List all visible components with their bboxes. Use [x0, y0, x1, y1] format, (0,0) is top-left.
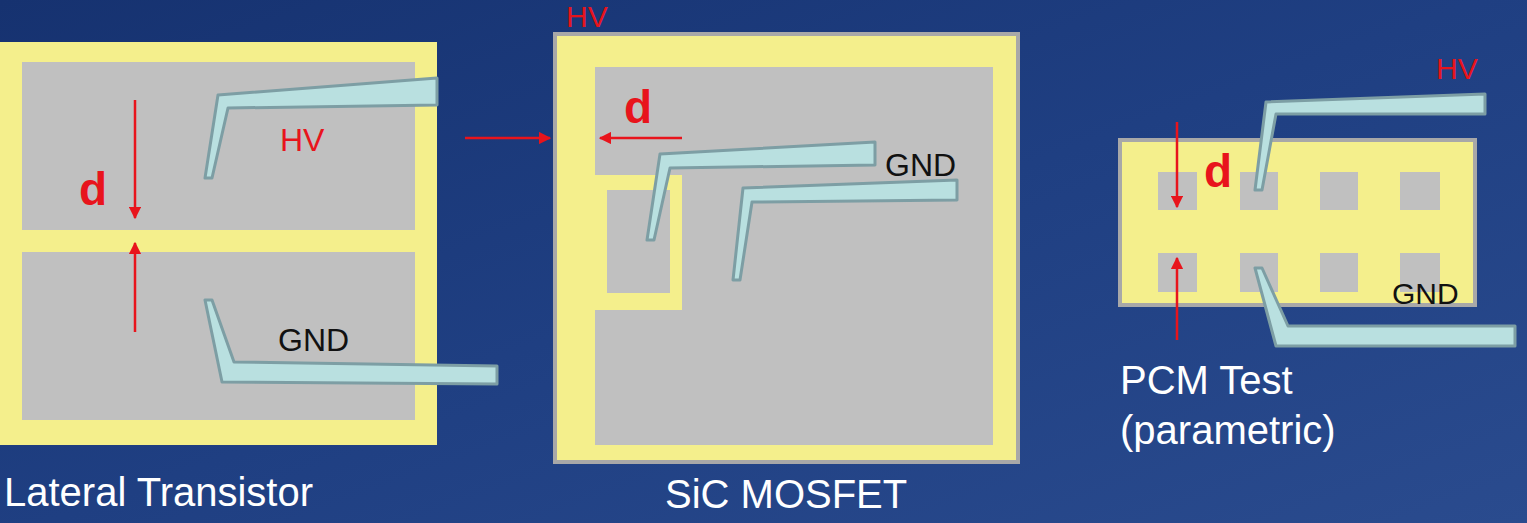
spacing-label: d [624, 84, 652, 130]
mosfet-chip: SiC MOSFETGND [553, 32, 1020, 464]
probe-needle [205, 78, 1515, 384]
source-pad: GND [595, 67, 993, 445]
figure-caption: SiC MOSFET [665, 474, 907, 514]
mosfet-chip [555, 34, 1018, 462]
figure-caption: Lateral Transistor [4, 472, 313, 512]
figure-caption: PCM Test (parametric) [1120, 355, 1365, 455]
pad-label: GND [885, 149, 956, 181]
transistor-chip: Lateral TransistorHVGND [0, 42, 437, 445]
voltage-label: HV [566, 2, 608, 32]
spacing-label: d [79, 166, 107, 212]
contact-pad: GND [22, 252, 415, 420]
spacing-label: d [1204, 148, 1232, 194]
spacing-arrow [135, 100, 1177, 340]
voltage-label: HV [1436, 54, 1478, 84]
pad-label: HV [280, 124, 324, 156]
ground-label: GND [1392, 279, 1459, 309]
pad-label: GND [278, 324, 349, 356]
